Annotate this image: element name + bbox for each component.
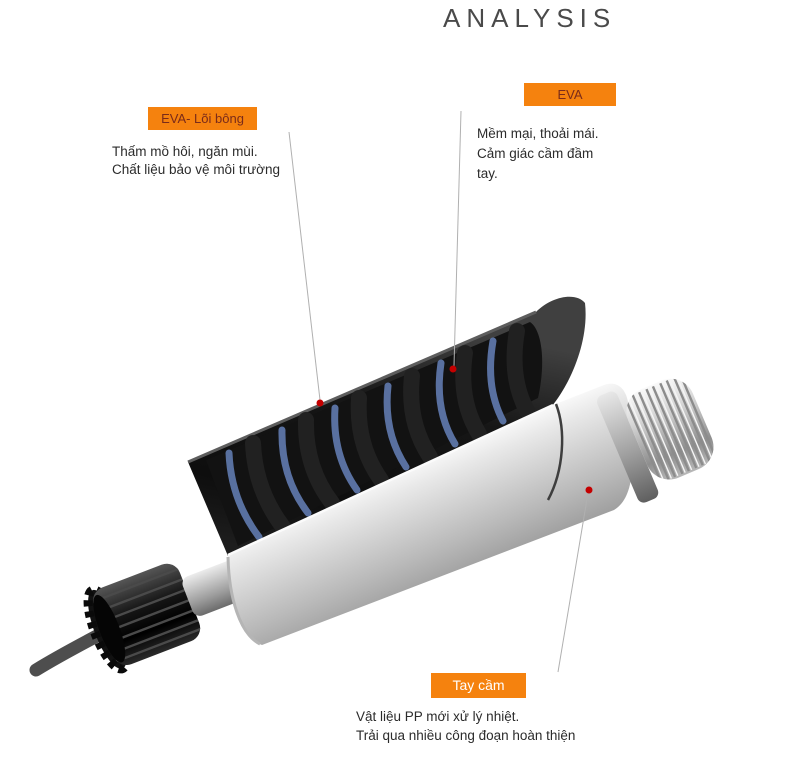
marker-dot-eva-core (316, 399, 324, 407)
leader-line-eva-core (288, 131, 321, 401)
foam-segment-ridges (245, 323, 535, 535)
desc-line: Chất liệu bảo vệ môi trường (112, 162, 280, 177)
desc-eva: Mềm mại, thoải mái. Cảm giác cầm đầm tay… (477, 124, 599, 184)
callout-lines (288, 110, 589, 673)
desc-line: tay. (477, 166, 498, 181)
callout-markers (316, 365, 593, 494)
desc-line: Cảm giác cầm đầm (477, 146, 594, 161)
cutaway-top-rim (187, 310, 537, 464)
connector-end-face (93, 594, 126, 663)
threaded-tip (597, 374, 718, 503)
tip-thread-highlights (627, 375, 714, 482)
desc-line: Trải qua nhiều công đoạn hoàn thiện (356, 728, 576, 743)
shell-cut-end-seam (546, 403, 564, 501)
label-eva: EVA (524, 83, 616, 106)
desc-handle: Vật liệu PP mới xử lý nhiệt. Trải qua nh… (356, 707, 575, 745)
label-eva-core: EVA- Lõi bông (148, 107, 257, 130)
desc-line: Mềm mại, thoải mái. (477, 126, 599, 141)
page-title: ANALYSIS (443, 3, 617, 33)
handle-shell (228, 383, 635, 645)
leader-line-handle (557, 492, 589, 673)
handle-mouth-ring (226, 556, 261, 646)
tip-thread-grooves (624, 374, 718, 484)
connector-knurl-lines (92, 567, 202, 663)
shell-cut-edge-highlight (227, 403, 554, 557)
desc-line: Vật liệu PP mới xử lý nhiệt. (356, 709, 520, 724)
label-handle: Tay cầm (431, 673, 526, 698)
desc-eva-core: Thấm mồ hôi, ngăn mùi. Chất liệu bảo vệ … (112, 143, 280, 179)
foam-segment-stripes (225, 337, 507, 541)
leader-line-eva (453, 110, 462, 367)
marker-dot-eva (449, 365, 457, 373)
marker-dot-handle (585, 486, 593, 494)
tip-collar (597, 391, 659, 503)
desc-line: Thấm mồ hôi, ngăn mùi. (112, 144, 258, 159)
